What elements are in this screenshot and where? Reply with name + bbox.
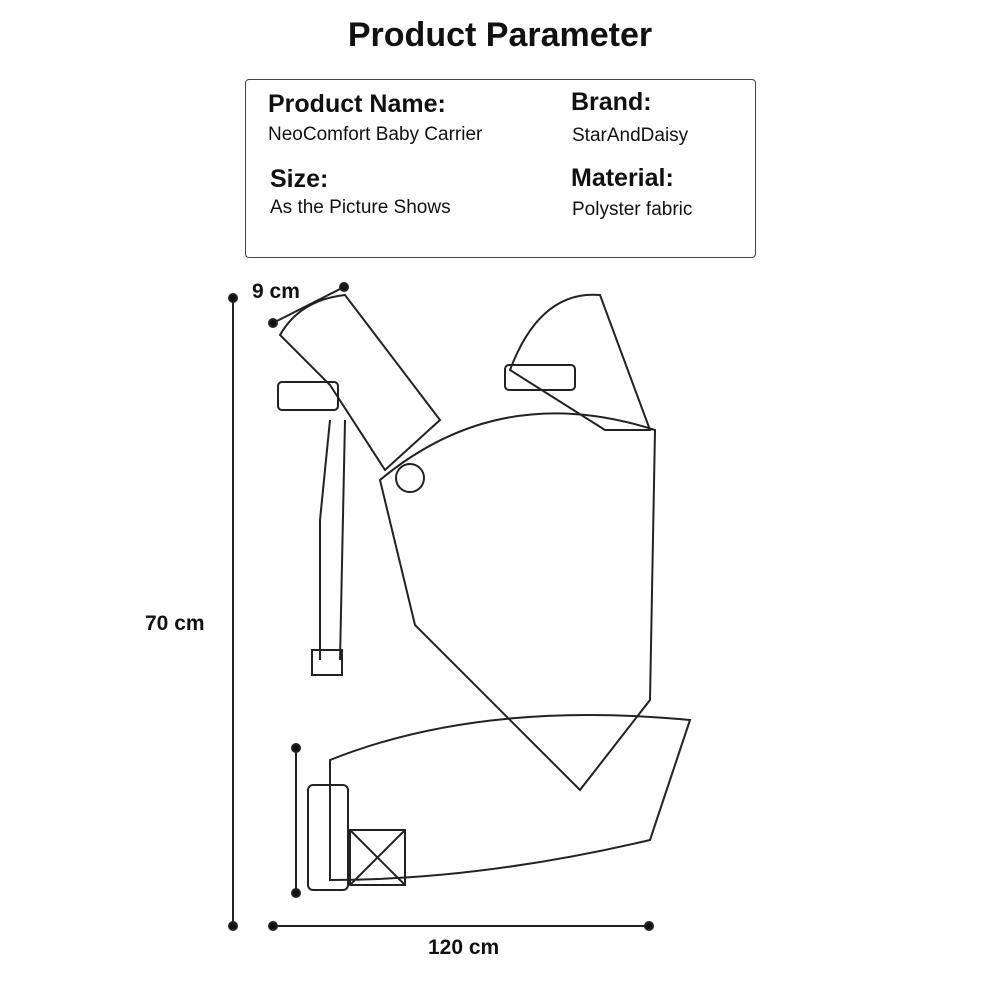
brand-label: Brand: — [571, 88, 652, 116]
parameter-box: Product Name: NeoComfort Baby Carrier Br… — [245, 79, 756, 258]
brand-value: StarAndDaisy — [572, 125, 689, 146]
size-value: As the Picture Shows — [270, 197, 451, 218]
height-label: 70 cm — [145, 612, 205, 635]
carrier-drawing — [277, 293, 692, 891]
dimension-lines — [228, 282, 654, 931]
product-name-label: Product Name: — [268, 90, 446, 118]
page-title: Product Parameter — [347, 16, 653, 54]
product-name-value: NeoComfort Baby Carrier — [268, 124, 483, 145]
material-value: Polyster fabric — [572, 199, 693, 220]
strap-width-label: 9 cm — [252, 280, 300, 303]
width-label: 120 cm — [428, 936, 500, 959]
size-label: Size: — [270, 165, 329, 193]
material-label: Material: — [571, 164, 674, 192]
